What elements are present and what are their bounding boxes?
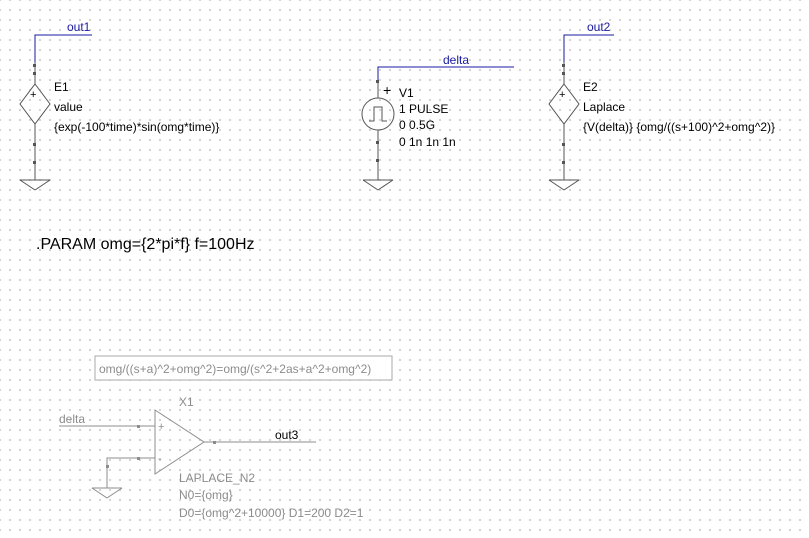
- x1-n0: N0={omg}: [179, 488, 233, 502]
- v1-circle-symbol: [361, 97, 395, 131]
- x1-ground-icon: [91, 487, 123, 499]
- equation-note[interactable]: omg/((s+a)^2+omg^2)=omg/(s^2+2as+a^2+omg…: [94, 355, 393, 381]
- e1-type: value: [54, 100, 83, 114]
- v1-ground-icon: [362, 179, 394, 191]
- out2-wire: [563, 34, 614, 62]
- delta-wire-top: [377, 66, 514, 80]
- x1-d-params: D0={omg^2+10000} D1=200 D2=1: [179, 506, 364, 520]
- e2-type: Laplace: [583, 100, 625, 114]
- delta-net-label-bottom[interactable]: delta: [59, 412, 85, 426]
- svg-text:+: +: [383, 82, 391, 98]
- v1-line1: 1 PULSE: [399, 102, 448, 116]
- opamp-triangle-icon: [154, 409, 205, 475]
- v1-line2: 0 0.5G: [399, 118, 435, 132]
- out1-wire: [34, 34, 92, 62]
- x1-laplace-block[interactable]: delta + - out3 X1 LAPLACE_N2 N0={omg} D0…: [59, 395, 364, 520]
- e1-value-source[interactable]: out1 + E1 value {exp(-100*time)*sin(omg*…: [19, 20, 219, 191]
- param-directive[interactable]: .PARAM omg={2*pi*f} f=100Hz: [36, 236, 255, 253]
- pulse-icon: [369, 106, 387, 122]
- e1-expression: {exp(-100*time)*sin(omg*time)}: [54, 120, 219, 134]
- out1-net-label[interactable]: out1: [67, 20, 91, 34]
- delta-net-label-top[interactable]: delta: [443, 53, 469, 67]
- e1-ground-icon: [19, 179, 51, 191]
- svg-text:-: -: [158, 453, 162, 465]
- svg-text:+: +: [30, 89, 36, 101]
- v1-ref: V1: [399, 86, 414, 100]
- out3-net-label[interactable]: out3: [275, 428, 299, 442]
- v1-pulse-source[interactable]: delta + V1 1 PULSE 0 0.5G 0 1n 1n 1n: [361, 53, 514, 191]
- e1-ref: E1: [54, 80, 69, 94]
- e2-ground-icon: [548, 179, 580, 191]
- svg-text:+: +: [559, 89, 565, 101]
- x1-ref: X1: [179, 395, 194, 409]
- e2-laplace-source[interactable]: out2 + E2 Laplace {V(delta)} {omg/((s+10…: [548, 20, 775, 191]
- equation-note-text: omg/((s+a)^2+omg^2)=omg/(s^2+2as+a^2+omg…: [99, 362, 371, 376]
- svg-text:+: +: [158, 421, 164, 433]
- out2-net-label[interactable]: out2: [587, 20, 611, 34]
- e2-ref: E2: [583, 80, 598, 94]
- x1-part-name: LAPLACE_N2: [179, 471, 255, 485]
- v1-line3: 0 1n 1n 1n: [399, 135, 456, 149]
- e2-expression: {V(delta)} {omg/((s+100)^2+omg^2)}: [583, 120, 775, 134]
